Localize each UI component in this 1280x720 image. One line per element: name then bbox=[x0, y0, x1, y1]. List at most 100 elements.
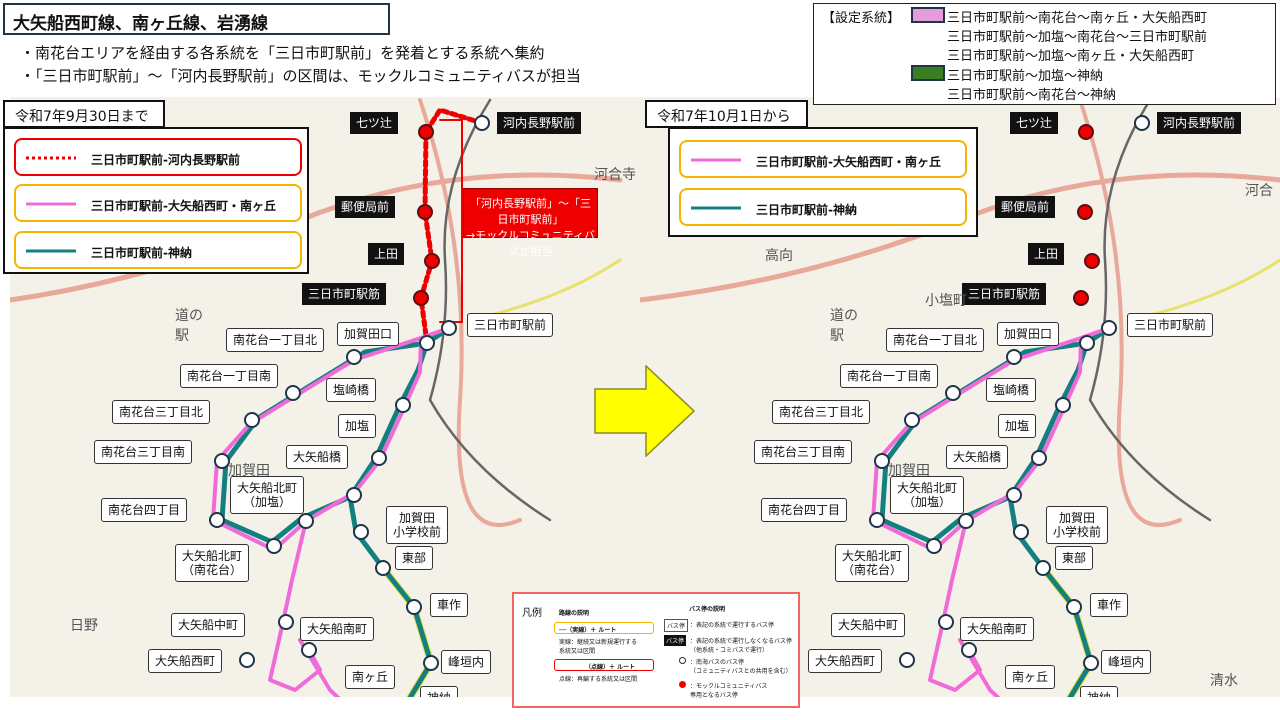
bus-stop-marker bbox=[958, 513, 974, 529]
bus-stop-label: 加塩 bbox=[998, 414, 1037, 438]
pink-line-icon bbox=[26, 202, 76, 206]
page-title: 大矢船西町線、南ヶ丘線、岩湧線 bbox=[3, 3, 390, 35]
bus-stop-label: 上田 bbox=[368, 243, 405, 265]
bus-stop-marker bbox=[904, 412, 920, 428]
callout-line-2: →モックルコミュニティバスが担当 bbox=[466, 229, 596, 258]
legend-label: 三日市町駅前-大矢船西町・南ヶ丘 bbox=[91, 199, 276, 213]
bus-stop-marker bbox=[926, 538, 942, 554]
map-place-label: 河合 bbox=[1245, 183, 1273, 199]
bus-stop-marker bbox=[395, 397, 411, 413]
bus-stop-label: 塩崎橋 bbox=[326, 378, 377, 402]
right-arrow-icon bbox=[594, 365, 696, 457]
bus-stop-label: 大矢船中町 bbox=[831, 613, 906, 637]
bus-stop-marker bbox=[371, 450, 387, 466]
black-stop-tag: バス停 bbox=[664, 635, 687, 646]
mokkuru-stop-marker bbox=[413, 290, 429, 306]
date-after: 令和7年10月1日から bbox=[645, 100, 808, 128]
bus-stop-marker bbox=[874, 453, 890, 469]
bus-stop-label: 東部 bbox=[1055, 546, 1094, 570]
bus-stop-marker bbox=[1066, 599, 1082, 615]
railway bbox=[1088, 98, 1212, 522]
bus-stop-label: 南花台一丁目北 bbox=[886, 328, 985, 352]
pink-route bbox=[211, 326, 451, 552]
bus-stop-marker bbox=[1083, 655, 1099, 671]
map-place-label: 日野 bbox=[70, 618, 98, 634]
road bbox=[468, 258, 622, 322]
bus-stop-marker bbox=[298, 513, 314, 529]
bus-stop-label: 大矢船南町 bbox=[960, 617, 1035, 641]
legend-label: 三日市町駅前-河内長野駅前 bbox=[91, 153, 240, 167]
red-dotted-line-icon bbox=[26, 156, 76, 160]
bus-stop-label: 神納 bbox=[1080, 686, 1119, 697]
mokkuru-stop-marker bbox=[1073, 290, 1089, 306]
bus-stop-label: 南ヶ丘 bbox=[345, 665, 396, 689]
bus-stop-label: 神納 bbox=[420, 686, 459, 697]
bus-stop-marker bbox=[285, 385, 301, 401]
map-place-label: 道の 駅 bbox=[830, 308, 858, 344]
white-circle-icon bbox=[679, 657, 686, 664]
bus-stop-marker bbox=[899, 652, 915, 668]
bus-stop-marker bbox=[375, 560, 391, 576]
bullet-1: ・南花台エリアを経由する各系統を「三日市町駅前」を発着とする系統へ集約 bbox=[20, 44, 545, 62]
bus-stop-marker bbox=[209, 512, 225, 528]
bus-stop-label: 三日市町駅筋 bbox=[962, 283, 1047, 305]
road bbox=[418, 98, 522, 527]
bus-stop-marker bbox=[474, 115, 490, 131]
route-settings-heading: 【設定系統】 bbox=[822, 11, 901, 26]
bus-stop-marker bbox=[441, 320, 457, 336]
bus-stop-label: 東部 bbox=[395, 546, 434, 570]
bus-stop-label: 南花台三丁目北 bbox=[772, 400, 871, 424]
black-stop-desc: ：表記の系統で運行しなくなるバス停 （他系統・コミバスで運行） bbox=[690, 638, 793, 654]
bus-stop-marker bbox=[419, 335, 435, 351]
bus-stop-marker bbox=[1134, 115, 1150, 131]
bus-stop-label: 南花台三丁目北 bbox=[112, 400, 211, 424]
bus-stop-label: 大矢船西町 bbox=[808, 649, 883, 673]
bus-stop-marker bbox=[353, 524, 369, 540]
bus-stop-label: 大矢船北町 （加塩） bbox=[230, 476, 305, 514]
circle-stop-desc: ：南海バスのバス停 （コミュニティバスとの共用を含む） bbox=[690, 659, 792, 675]
railway bbox=[428, 98, 552, 522]
bus-stop-marker bbox=[301, 642, 317, 658]
bus-stop-label: 上田 bbox=[1028, 243, 1065, 265]
map-place-label: 河合寺 bbox=[594, 167, 636, 183]
bus-stop-marker bbox=[346, 487, 362, 503]
legend-label: 三日市町駅前-神納 bbox=[756, 203, 857, 217]
bus-stop-marker bbox=[1006, 349, 1022, 365]
bus-stop-marker bbox=[961, 642, 977, 658]
bus-stop-label: 南花台三丁目南 bbox=[94, 440, 193, 464]
bus-stop-marker bbox=[406, 599, 422, 615]
red-stop-desc: ：モックルコミュニティバス 専用となるバス停 bbox=[690, 683, 768, 699]
bus-stop-label: 車作 bbox=[1090, 593, 1129, 617]
map-place-label: 清水 bbox=[1210, 673, 1238, 689]
mokkuru-stop-marker bbox=[418, 124, 434, 140]
bus-stop-marker bbox=[938, 614, 954, 630]
bus-stop-label: 峰垣内 bbox=[1101, 650, 1152, 674]
legend-item-pink: 三日市町駅前-大矢船西町・南ヶ丘 bbox=[679, 140, 967, 178]
road bbox=[1128, 258, 1280, 322]
bus-stop-label: 峰垣内 bbox=[441, 650, 492, 674]
bus-stop-label: 大矢船中町 bbox=[171, 613, 246, 637]
legend-item-teal: 三日市町駅前-神納 bbox=[14, 231, 302, 269]
bus-stop-label: 七ツ辻 bbox=[350, 112, 399, 134]
bus-stop-label: 加賀田口 bbox=[337, 322, 400, 346]
bus-stop-marker bbox=[266, 538, 282, 554]
map-place-label: 加賀田 bbox=[888, 463, 930, 479]
date-before: 令和7年9月30日まで bbox=[3, 100, 165, 128]
bus-stop-marker bbox=[239, 652, 255, 668]
pink-swatch bbox=[911, 7, 945, 23]
bus-stop-marker bbox=[1006, 487, 1022, 503]
mokkuru-stop-marker bbox=[417, 204, 433, 220]
bus-stop-label: 南花台三丁目南 bbox=[754, 440, 853, 464]
bus-stop-label: 車作 bbox=[430, 593, 469, 617]
bus-stop-label: 加賀田口 bbox=[997, 322, 1060, 346]
bus-stop-label: 大矢船北町 （加塩） bbox=[890, 476, 965, 514]
map-place-label: 道の 駅 bbox=[175, 308, 203, 344]
bus-stop-label: 南花台一丁目南 bbox=[840, 364, 939, 388]
bus-stop-label: 大矢船橋 bbox=[286, 445, 349, 469]
pink-line-icon bbox=[691, 158, 741, 162]
callout-line-1: 「河内長野駅前」～「三日市町駅前」 bbox=[470, 197, 591, 226]
dotted-desc: 点線：再編する系統又は区間 bbox=[559, 676, 638, 683]
pink-route bbox=[871, 326, 1111, 552]
teal-line-icon bbox=[691, 206, 741, 210]
bus-stop-label: 三日市町駅前 bbox=[467, 313, 554, 337]
